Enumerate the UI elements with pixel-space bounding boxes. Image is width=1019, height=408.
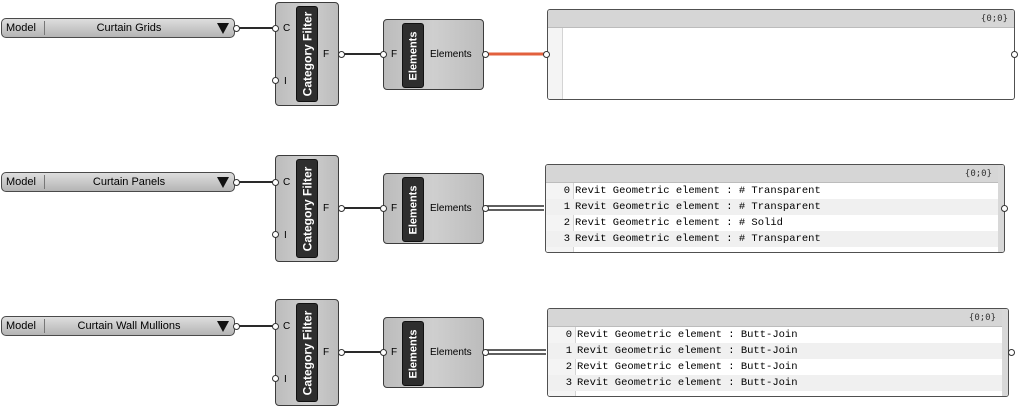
output-f-label: F	[323, 49, 330, 60]
input-i-label: I	[284, 230, 287, 241]
value-list-label: Model	[6, 176, 36, 188]
panel-output-grip[interactable]	[1008, 349, 1015, 356]
output-grip[interactable]	[233, 25, 240, 32]
output-grip-elements[interactable]	[482, 349, 489, 356]
output-f-label: F	[323, 347, 330, 358]
panel-output-grip[interactable]	[1001, 205, 1008, 212]
value-list-model[interactable]: Model Curtain Panels	[1, 172, 235, 192]
row-text: Revit Geometric element : Butt-Join	[577, 361, 798, 373]
row-text: Revit Geometric element : # Transparent	[575, 201, 821, 213]
list-item: 2 Revit Geometric element : # Solid	[546, 215, 998, 231]
output-elements-label: Elements	[430, 203, 472, 214]
row-text: Revit Geometric element : # Transparent	[575, 233, 821, 245]
elements-component[interactable]: F Elements Elements	[383, 317, 484, 388]
panel-path-header: {0;0}	[548, 309, 1008, 327]
input-grip-c[interactable]	[272, 25, 279, 32]
value-list-selected: Curtain Grids	[96, 22, 162, 34]
row-text: Revit Geometric element : Butt-Join	[577, 377, 798, 389]
output-grip-f[interactable]	[338, 51, 345, 58]
row-index: 2	[563, 217, 570, 229]
component-name: Elements	[407, 31, 420, 80]
component-name: Category Filter	[300, 166, 314, 251]
input-grip-c[interactable]	[272, 323, 279, 330]
component-name-bar: Elements	[402, 321, 424, 386]
input-f-label: F	[391, 49, 398, 60]
row-text: Revit Geometric element : Butt-Join	[577, 329, 798, 341]
component-name: Elements	[407, 329, 420, 378]
input-grip-c[interactable]	[272, 179, 279, 186]
row-index: 2	[565, 361, 572, 373]
component-name: Category Filter	[300, 11, 314, 97]
row-index: 0	[563, 185, 570, 197]
output-grip-f[interactable]	[338, 205, 345, 212]
elements-component[interactable]: F Elements Elements	[383, 19, 484, 90]
input-grip-f[interactable]	[380, 349, 387, 356]
input-c-label: C	[283, 23, 291, 34]
input-i-label: I	[284, 374, 287, 385]
category-filter-component[interactable]: C I F Category Filter	[275, 299, 339, 406]
input-grip-f[interactable]	[380, 51, 387, 58]
component-name-bar: Elements	[402, 177, 424, 242]
row-text: Revit Geometric element : Butt-Join	[577, 345, 798, 357]
component-name-bar: Category Filter	[296, 303, 318, 402]
output-grip-elements[interactable]	[482, 205, 489, 212]
row-index: 0	[565, 329, 572, 341]
input-grip-i[interactable]	[272, 77, 279, 84]
row-index: 1	[563, 201, 570, 213]
output-grip[interactable]	[233, 179, 240, 186]
dropdown-arrow-icon[interactable]	[217, 177, 229, 188]
dropdown-arrow-icon[interactable]	[217, 23, 229, 34]
row-index: 3	[563, 233, 570, 245]
row-text: Revit Geometric element : # Solid	[575, 217, 783, 229]
component-name-bar: Elements	[402, 23, 424, 88]
panel-path-header: {0;0}	[548, 10, 1014, 28]
list-item: 0 Revit Geometric element : Butt-Join	[548, 327, 1002, 343]
panel-path-header: {0;0}	[546, 165, 1004, 183]
component-name-bar: Category Filter	[296, 6, 318, 102]
row-text: Revit Geometric element : # Transparent	[575, 185, 821, 197]
output-elements-label: Elements	[430, 347, 472, 358]
panel-output-grip[interactable]	[1011, 51, 1018, 58]
input-f-label: F	[391, 203, 398, 214]
input-i-label: I	[284, 76, 287, 87]
list-item: 1 Revit Geometric element : # Transparen…	[546, 199, 998, 215]
value-list-label: Model	[6, 320, 36, 332]
list-item: 2 Revit Geometric element : Butt-Join	[548, 359, 1002, 375]
category-filter-component[interactable]: C I F Category Filter	[275, 2, 339, 106]
output-f-label: F	[323, 203, 330, 214]
value-list-selected: Curtain Panels	[92, 176, 166, 188]
panel-scrollbar[interactable]	[1002, 309, 1008, 396]
component-name: Category Filter	[300, 310, 314, 395]
category-filter-component[interactable]: C I F Category Filter	[275, 155, 339, 262]
list-item: 3 Revit Geometric element : Butt-Join	[548, 375, 1002, 391]
input-grip-i[interactable]	[272, 231, 279, 238]
elements-component[interactable]: F Elements Elements	[383, 173, 484, 244]
input-c-label: C	[283, 177, 291, 188]
row-index: 1	[565, 345, 572, 357]
panel[interactable]: {0;0}	[547, 9, 1015, 100]
list-item: 3 Revit Geometric element : # Transparen…	[546, 231, 998, 247]
panel[interactable]: {0;0} 0 Revit Geometric element : Butt-J…	[547, 308, 1009, 397]
value-list-model[interactable]: Model Curtain Grids	[1, 18, 235, 38]
list-item: 0 Revit Geometric element : # Transparen…	[546, 183, 998, 199]
value-list-model[interactable]: Model Curtain Wall Mullions	[1, 316, 235, 336]
output-grip-elements[interactable]	[482, 51, 489, 58]
dropdown-arrow-icon[interactable]	[217, 321, 229, 332]
component-name-bar: Category Filter	[296, 159, 318, 258]
output-grip-f[interactable]	[338, 349, 345, 356]
input-grip-f[interactable]	[380, 205, 387, 212]
input-c-label: C	[283, 321, 291, 332]
input-f-label: F	[391, 347, 398, 358]
row-index: 3	[565, 377, 572, 389]
panel[interactable]: {0;0} 0 Revit Geometric element : # Tran…	[545, 164, 1005, 253]
output-elements-label: Elements	[430, 49, 472, 60]
output-grip[interactable]	[233, 323, 240, 330]
list-item: 1 Revit Geometric element : Butt-Join	[548, 343, 1002, 359]
component-name: Elements	[407, 185, 420, 234]
panel-input-grip[interactable]	[543, 51, 550, 58]
input-grip-i[interactable]	[272, 375, 279, 382]
value-list-label: Model	[6, 22, 36, 34]
value-list-selected: Curtain Wall Mullions	[77, 320, 181, 332]
